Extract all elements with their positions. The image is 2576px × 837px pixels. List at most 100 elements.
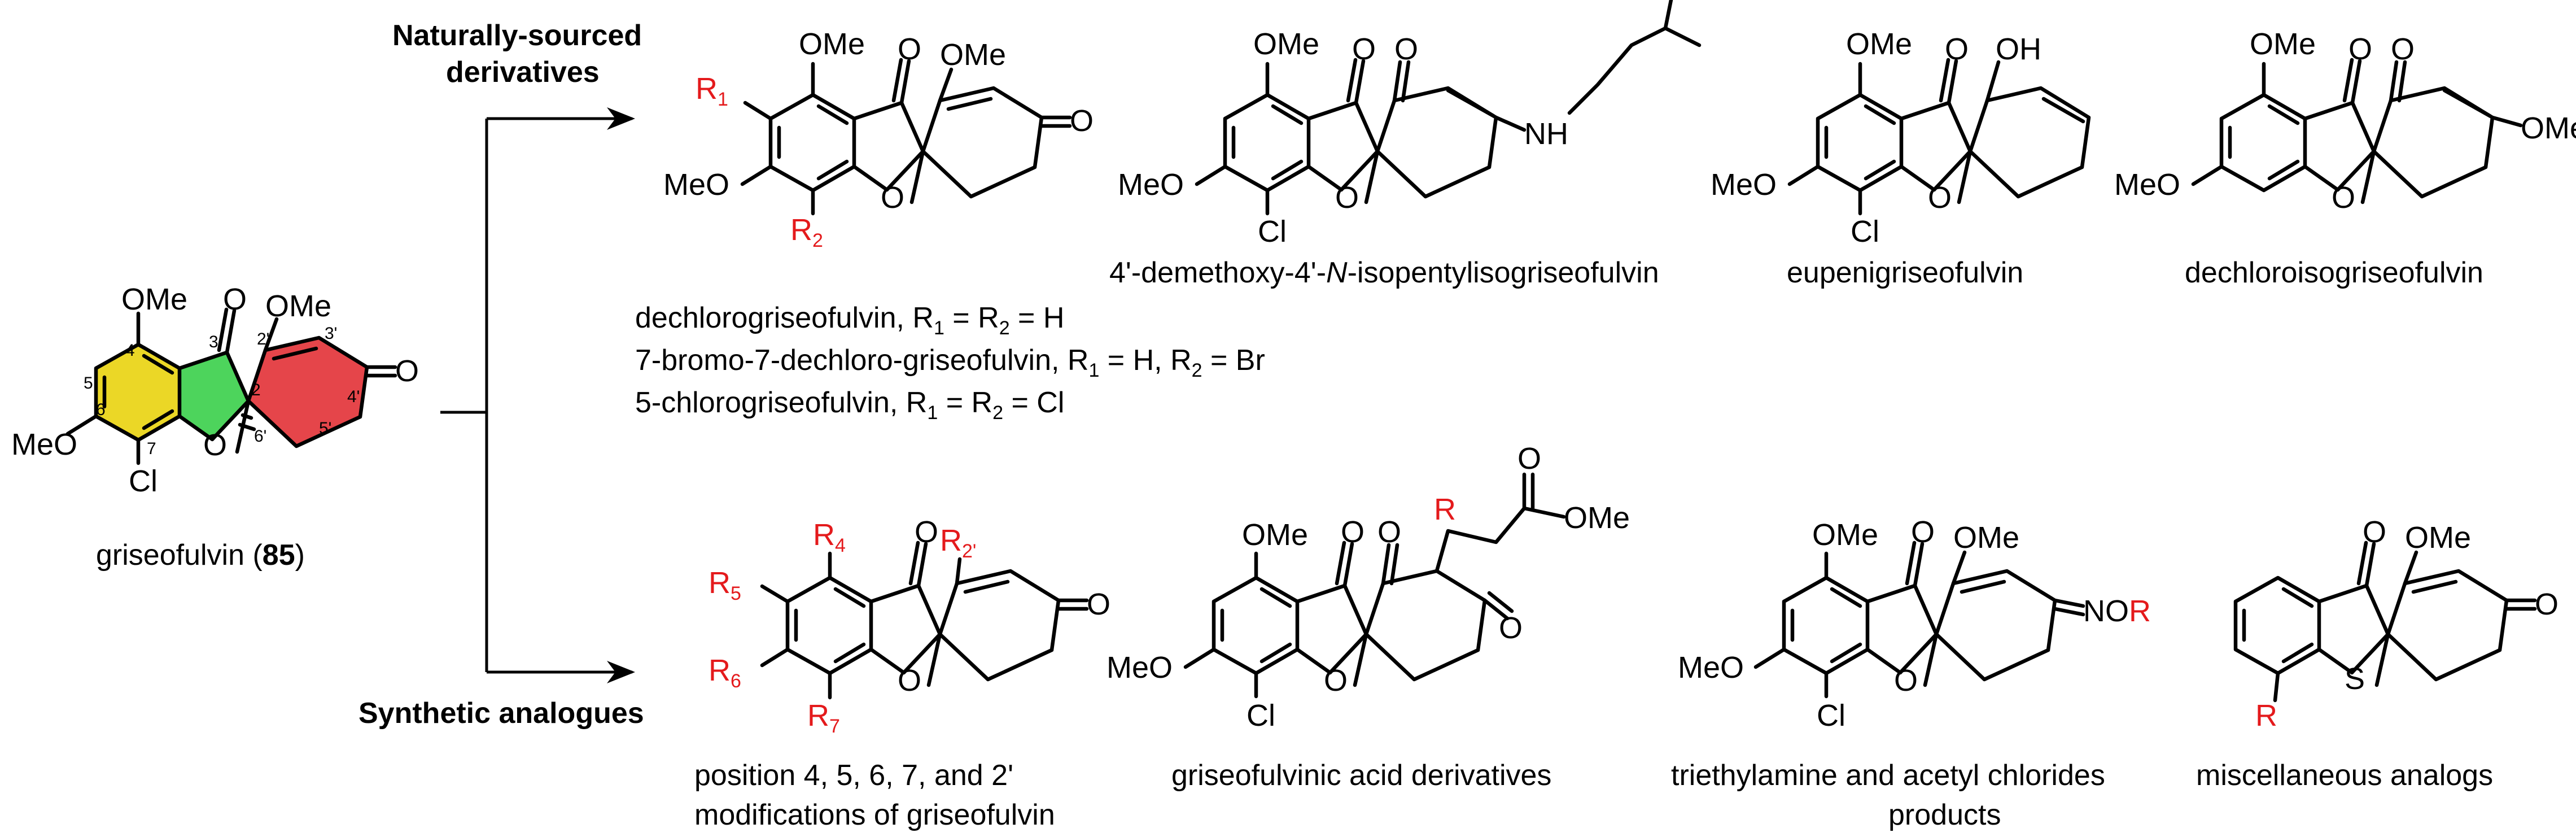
c3-ome: OMe [1846,27,1912,61]
griseofulvinic-acid-structure: OMe MeO Cl O O O O R O OMe [1107,442,1630,733]
thio-ome2p: OMe [2405,521,2471,555]
acid-ester-ome: OMe [1564,501,1630,535]
nat-generic-r2: R2 [790,213,823,251]
acid-ester-o: O [1517,442,1541,476]
nat-generic-ome-top: OMe [799,27,865,61]
natural-list-item-3: 5-chlorogriseofulvin, R1 = R2 = Cl [635,386,1064,424]
parent-ring-oxygen: O [203,428,227,462]
c4-ring-o: O [2332,181,2355,215]
synthetic-generic-structure: R4 R5 R6 R7 R2' O O O [708,515,1110,737]
parent-cl: Cl [129,464,158,498]
syn-ring-o: O [898,664,921,697]
natural-generic-structure: OMe OMe MeO O O O R1 R2 [663,27,1094,251]
thio-analog-structure: OMe S O O R [2233,515,2558,733]
syn-r4: R4 [813,518,846,556]
pos-2p: 2' [257,330,269,348]
syn-r6: R6 [708,653,741,692]
nat-generic-o4p: O [1070,104,1094,138]
natural-list-item-2: 7-bromo-7-dechloro-griseofulvin, R1 = H,… [635,344,1265,381]
cyclohexenone-ring-highlight [248,338,367,446]
c2-cl: Cl [1258,215,1287,249]
c4-meo: MeO [2114,168,2180,202]
oxime-name-2: products [1888,799,2001,831]
syn-generic-name-1: position 4, 5, 6, 7, and 2' [694,759,1013,792]
syn-o4p: O [1087,587,1110,621]
acid-meo: MeO [1107,651,1173,685]
acid-r: R [1434,492,1456,526]
nat-generic-ome-2p: OMe [940,38,1006,72]
pos-4p: 4' [347,387,360,406]
oxime-name-1: triethylamine and acetyl chlorides [1671,759,2105,792]
c2-meo: MeO [1118,168,1184,202]
parent-ketone-o3: O [223,282,247,316]
header-natural-line1: Naturally-sourced [392,19,642,52]
c3-meo: MeO [1711,168,1777,202]
c4-name: dechloroisogriseofulvin [2185,256,2483,289]
c3-o3: O [1945,32,1969,66]
pos-4: 4 [125,341,135,360]
parent-caption: griseofulvin (85) [96,539,305,572]
pos-7: 7 [147,439,156,458]
thio-o3: O [2363,515,2386,549]
oxime-structure: OMe OMe MeO Cl O O NOR [1678,515,2151,733]
acid-o3: O [1341,515,1364,549]
thio-o4p: O [2535,587,2558,621]
oxime-meo: MeO [1678,651,1744,685]
oxime-ring-o: O [1894,664,1918,697]
c3-name: eupenigriseofulvin [1787,256,2023,289]
syn-r2p: R2' [940,524,976,562]
branch-arrows [440,107,635,683]
c4-o2p: O [2391,32,2415,66]
oxime-nor: NOR [2083,594,2151,628]
nat-generic-meo: MeO [663,168,729,202]
parent-meo: MeO [11,428,77,461]
header-natural-line2: derivatives [446,56,600,89]
acid-o2p: O [1377,515,1401,549]
thio-name: miscellaneous analogs [2196,759,2493,792]
c4-o3: O [2348,32,2372,66]
parent-ome-top: OMe [121,282,187,316]
parent-griseofulvin-structure: OMe OMe MeO Cl O O O 3 2' 3' 4 5 6 7 2 4… [11,282,419,498]
syn-r7: R7 [807,699,840,737]
c2-nh: NH [1524,117,1568,151]
c3-cl: Cl [1851,215,1879,249]
nat-generic-o3: O [898,32,921,66]
pos-3: 3 [209,333,218,351]
oxime-ome2p: OMe [1953,521,2019,555]
aromatic-ring-highlight [96,345,180,440]
acid-ring-o: O [1324,664,1348,697]
c2-ring-o: O [1335,181,1359,215]
pos-5p: 5' [319,419,331,438]
oxime-o3: O [1911,515,1935,549]
oxime-ome: OMe [1812,518,1878,552]
acid-cl: Cl [1247,699,1275,733]
c4-ome4p: OMe [2521,111,2576,145]
nat-generic-r1: R1 [696,72,728,110]
syn-r5: R5 [708,566,741,604]
syn-generic-name-2: modifications of griseofulvin [694,799,1055,831]
pos-6: 6 [96,400,106,419]
acid-name: griseofulvinic acid derivatives [1171,759,1551,792]
nat-generic-ring-o: O [881,181,904,215]
c3-ring-o: O [1928,181,1952,215]
oxime-cl: Cl [1817,699,1845,733]
eupenigriseofulvin-structure: OMe MeO Cl O O OH [1711,27,2091,249]
thio-s: S [2345,662,2365,696]
acid-ome: OMe [1242,518,1308,552]
thio-r: R [2255,699,2277,733]
dechloroisogriseofulvin-structure: OMe MeO O O O OMe [2114,27,2576,215]
c2-o3: O [1352,32,1376,66]
acid-o4p: O [1499,611,1523,645]
pos-6p: 6' [254,427,266,446]
pos-3p: 3' [325,324,337,343]
natural-list-item-1: dechlorogriseofulvin, R1 = R2 = H [635,302,1064,339]
c3-oh: OH [1996,32,2041,66]
isopentylisogriseofulvin-structure: OMe MeO Cl O O O NH [1118,0,1702,249]
header-synthetic: Synthetic analogues [358,697,644,730]
pos-5: 5 [84,374,93,393]
syn-o3: O [915,515,938,549]
parent-ketone-o4p: O [395,354,419,388]
c4-ome: OMe [2250,27,2316,61]
c2-o2p: O [1394,32,1418,66]
